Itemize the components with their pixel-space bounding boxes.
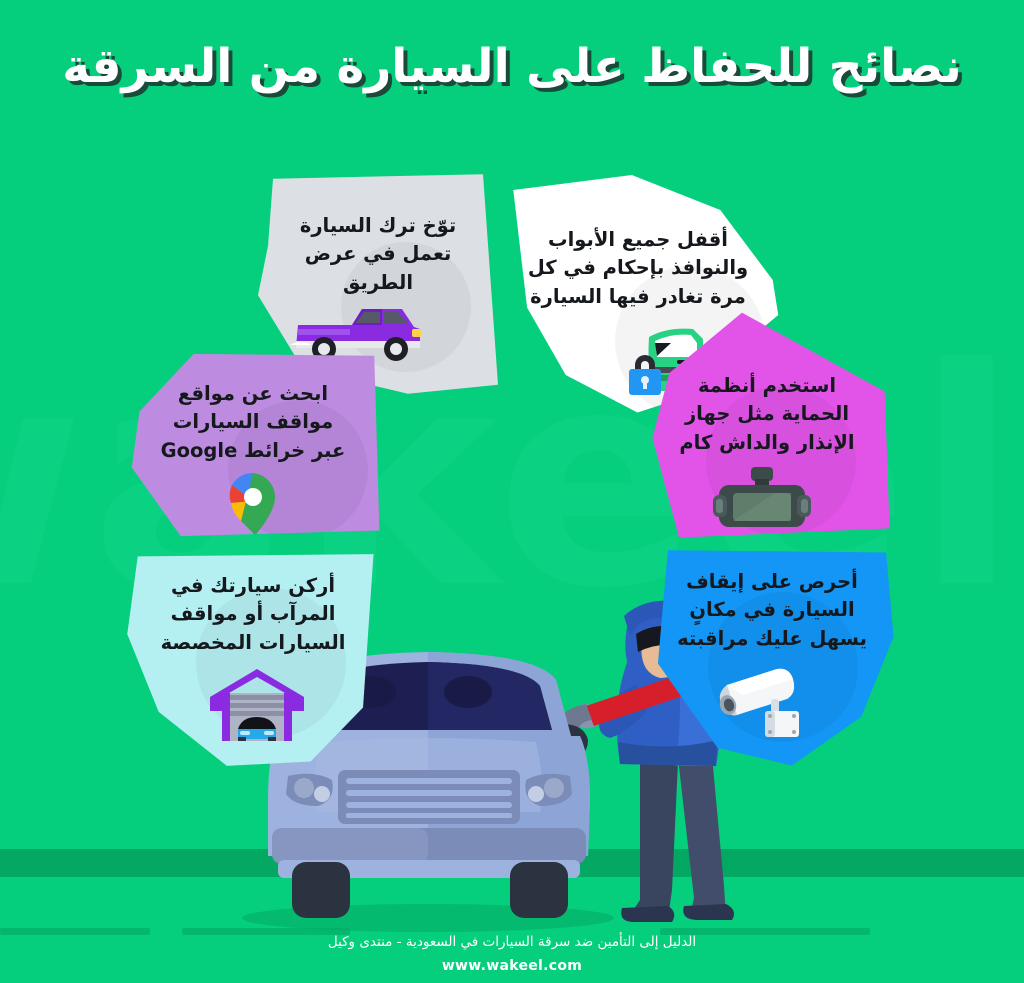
- tip-card-park-in-garage[interactable]: أركن سيارتك في المرآب أو مواقف السيارات …: [127, 554, 374, 766]
- tip-card-text: أقفل جميع الأبواب والنوافذ بإحكام في كل …: [527, 228, 749, 308]
- footer-caption: الدليل إلى التأمين ضد سرقة السيارات في ا…: [327, 934, 697, 950]
- dash-cam-icon: [713, 466, 811, 531]
- tip-card-use-security-systems[interactable]: استخدم أنظمة الحماية مثل جهاز الإنذار وا…: [652, 312, 890, 538]
- footer-url[interactable]: www.wakeel.com: [441, 958, 583, 974]
- tip-card-text: ابحث عن مواقع مواقف السيارات عبر خرائط G…: [160, 382, 346, 462]
- cctv-camera-icon: [715, 667, 815, 741]
- tip-card-find-parking-google-maps[interactable]: ابحث عن مواقع مواقف السيارات عبر خرائط G…: [131, 353, 380, 537]
- garage-car-icon: [208, 667, 306, 741]
- ground-band: [0, 849, 1024, 877]
- page-title: نصائح للحفاظ على السيارة من السرقة: [62, 39, 962, 94]
- tip-card-text: أركن سيارتك في المرآب أو مواقف السيارات …: [160, 574, 346, 654]
- tip-card-text: توّخ ترك السيارة تعمل في عرض الطريق: [299, 214, 457, 294]
- tip-card-text: أحرص على إيقاف السيارة في مكانٍ يسهل علي…: [677, 570, 867, 650]
- ground-dash-left: [0, 928, 150, 935]
- tip-card-park-in-visible-place[interactable]: أحرص على إيقاف السيارة في مكانٍ يسهل علي…: [657, 550, 894, 766]
- tip-card-text: استخدم أنظمة الحماية مثل جهاز الإنذار وا…: [679, 374, 855, 454]
- google-maps-pin-icon: [227, 471, 279, 536]
- pickup-truck-icon: [290, 305, 426, 363]
- ground-dash-right: [660, 928, 870, 935]
